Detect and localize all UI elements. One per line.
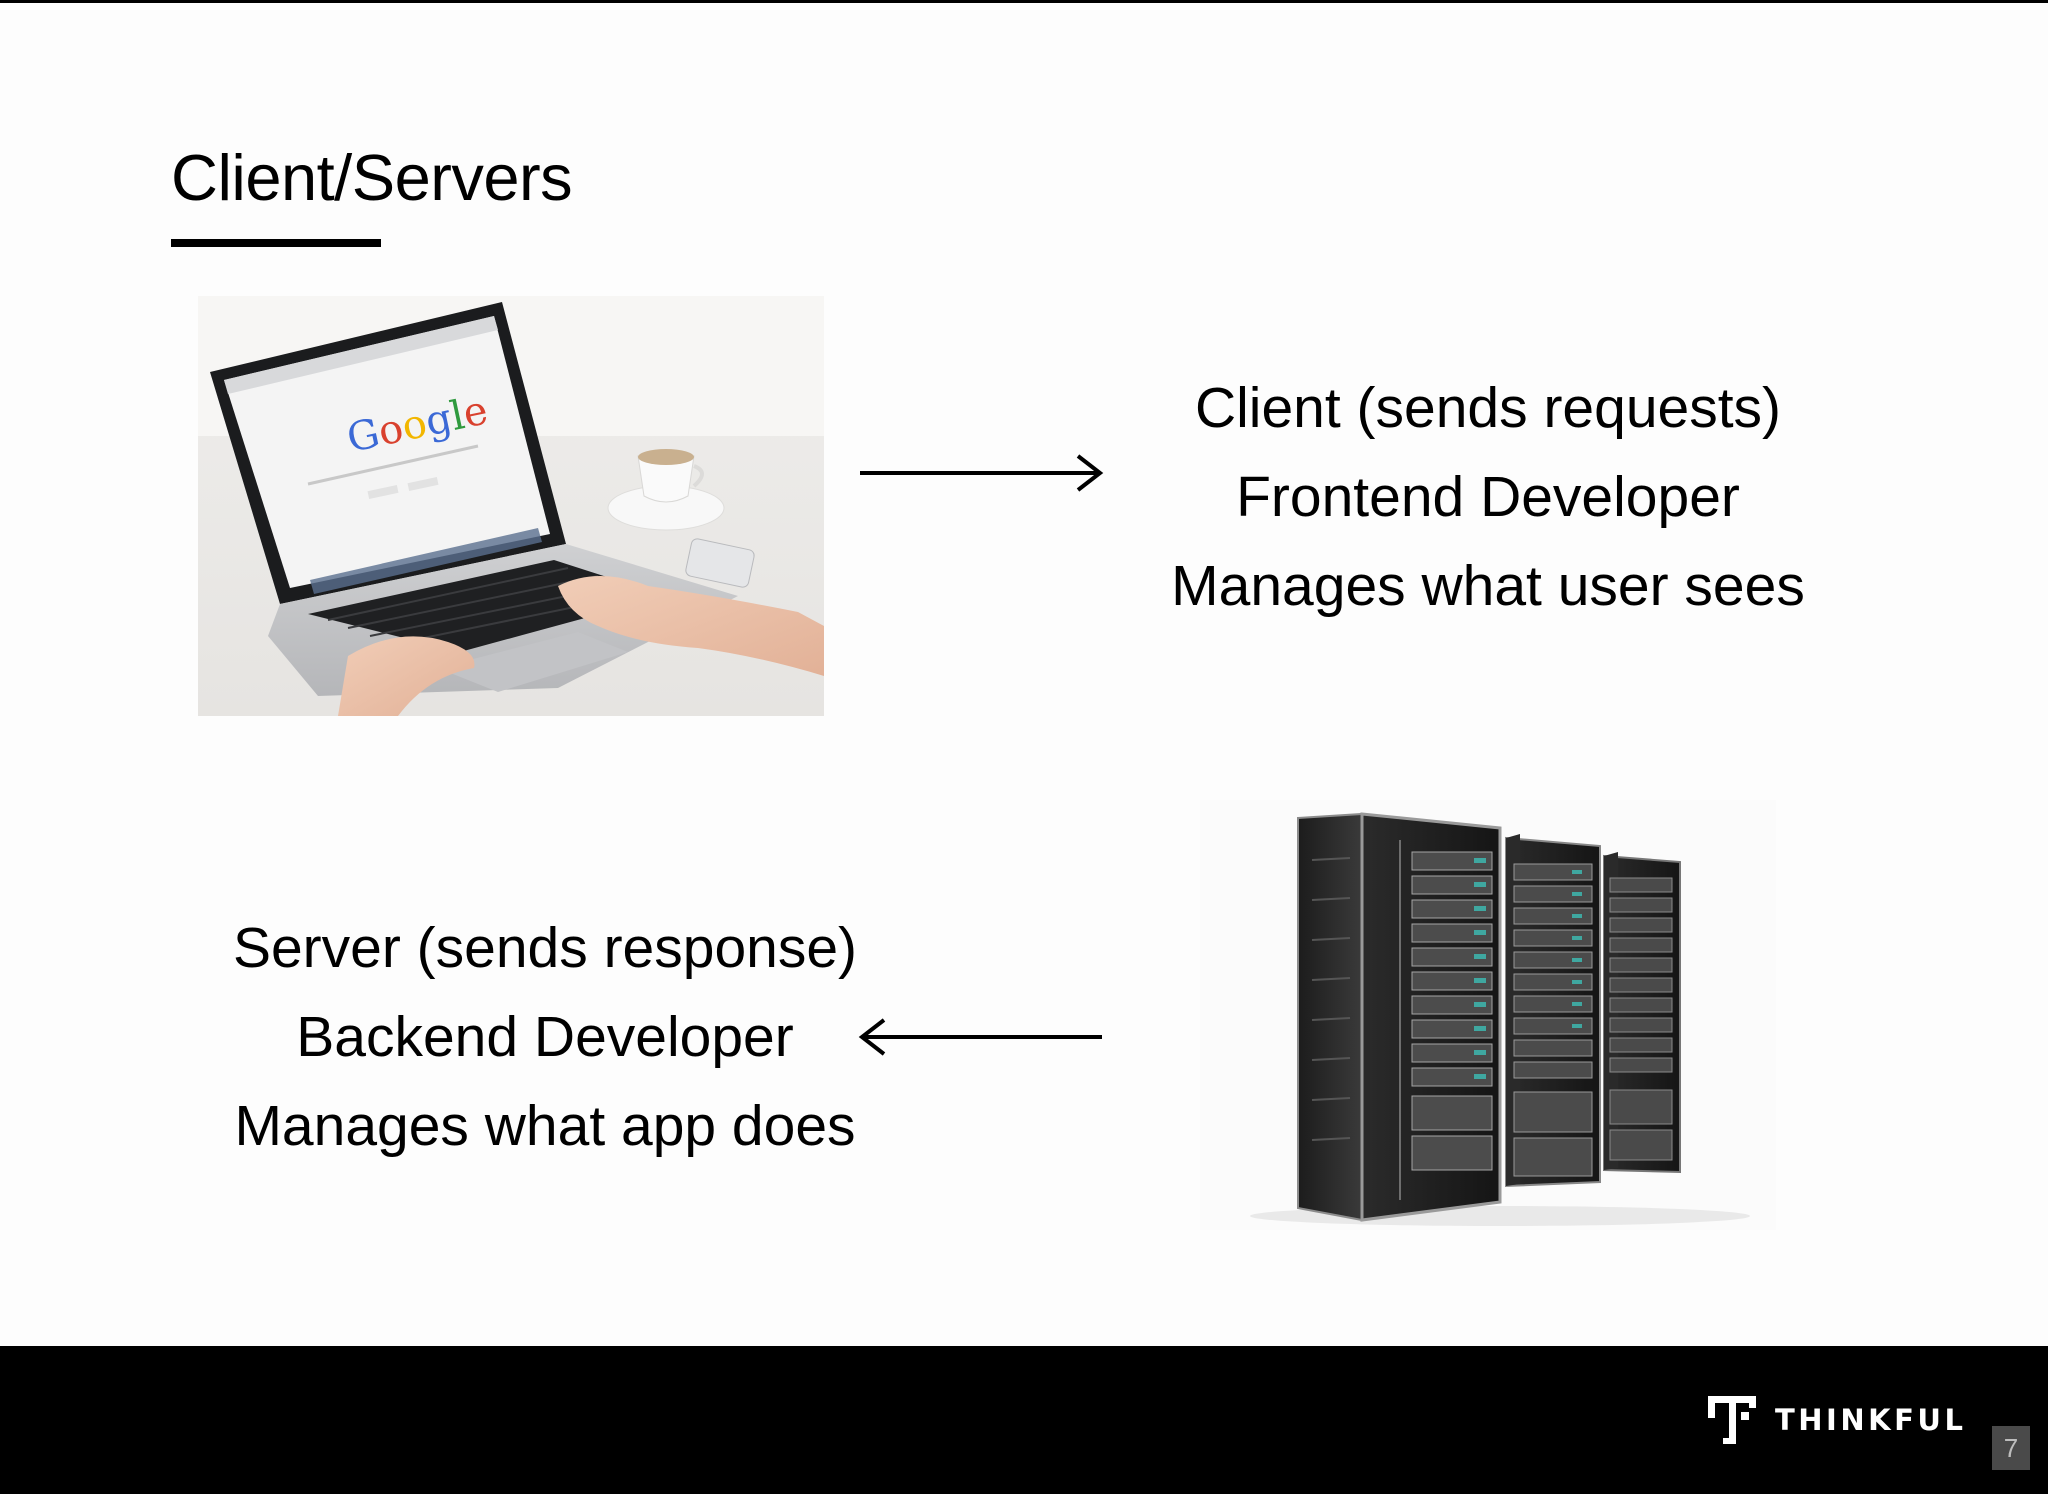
thinkful-logo: THINKFUL	[1705, 1392, 1966, 1448]
slide-title: Client/Servers	[171, 141, 573, 214]
client-description: Client (sends requests) Frontend Develop…	[1128, 364, 1848, 631]
title-underline	[171, 239, 381, 247]
client-line-1: Client (sends requests)	[1194, 376, 1782, 440]
brand-name: THINKFUL	[1775, 1403, 1967, 1437]
client-line-3: Manages what user sees	[1171, 554, 1805, 618]
top-rule	[0, 0, 2048, 3]
footer-bar	[0, 1346, 2048, 1494]
server-line-2: Backend Developer	[296, 1005, 794, 1069]
svg-text:Google: Google	[343, 387, 492, 462]
server-line-1: Server (sends response)	[232, 916, 858, 980]
page-number: 7	[1992, 1426, 2030, 1470]
arrow-right-icon	[860, 454, 1104, 492]
server-line-3: Manages what app does	[234, 1094, 856, 1158]
thinkful-logo-icon	[1708, 1396, 1756, 1444]
arrow-left-icon	[858, 1018, 1102, 1056]
server-description: Server (sends response) Backend Develope…	[185, 904, 905, 1171]
client-line-2: Frontend Developer	[1236, 465, 1740, 529]
server-racks-photo	[1200, 800, 1776, 1230]
laptop-photo: Google	[198, 296, 824, 716]
